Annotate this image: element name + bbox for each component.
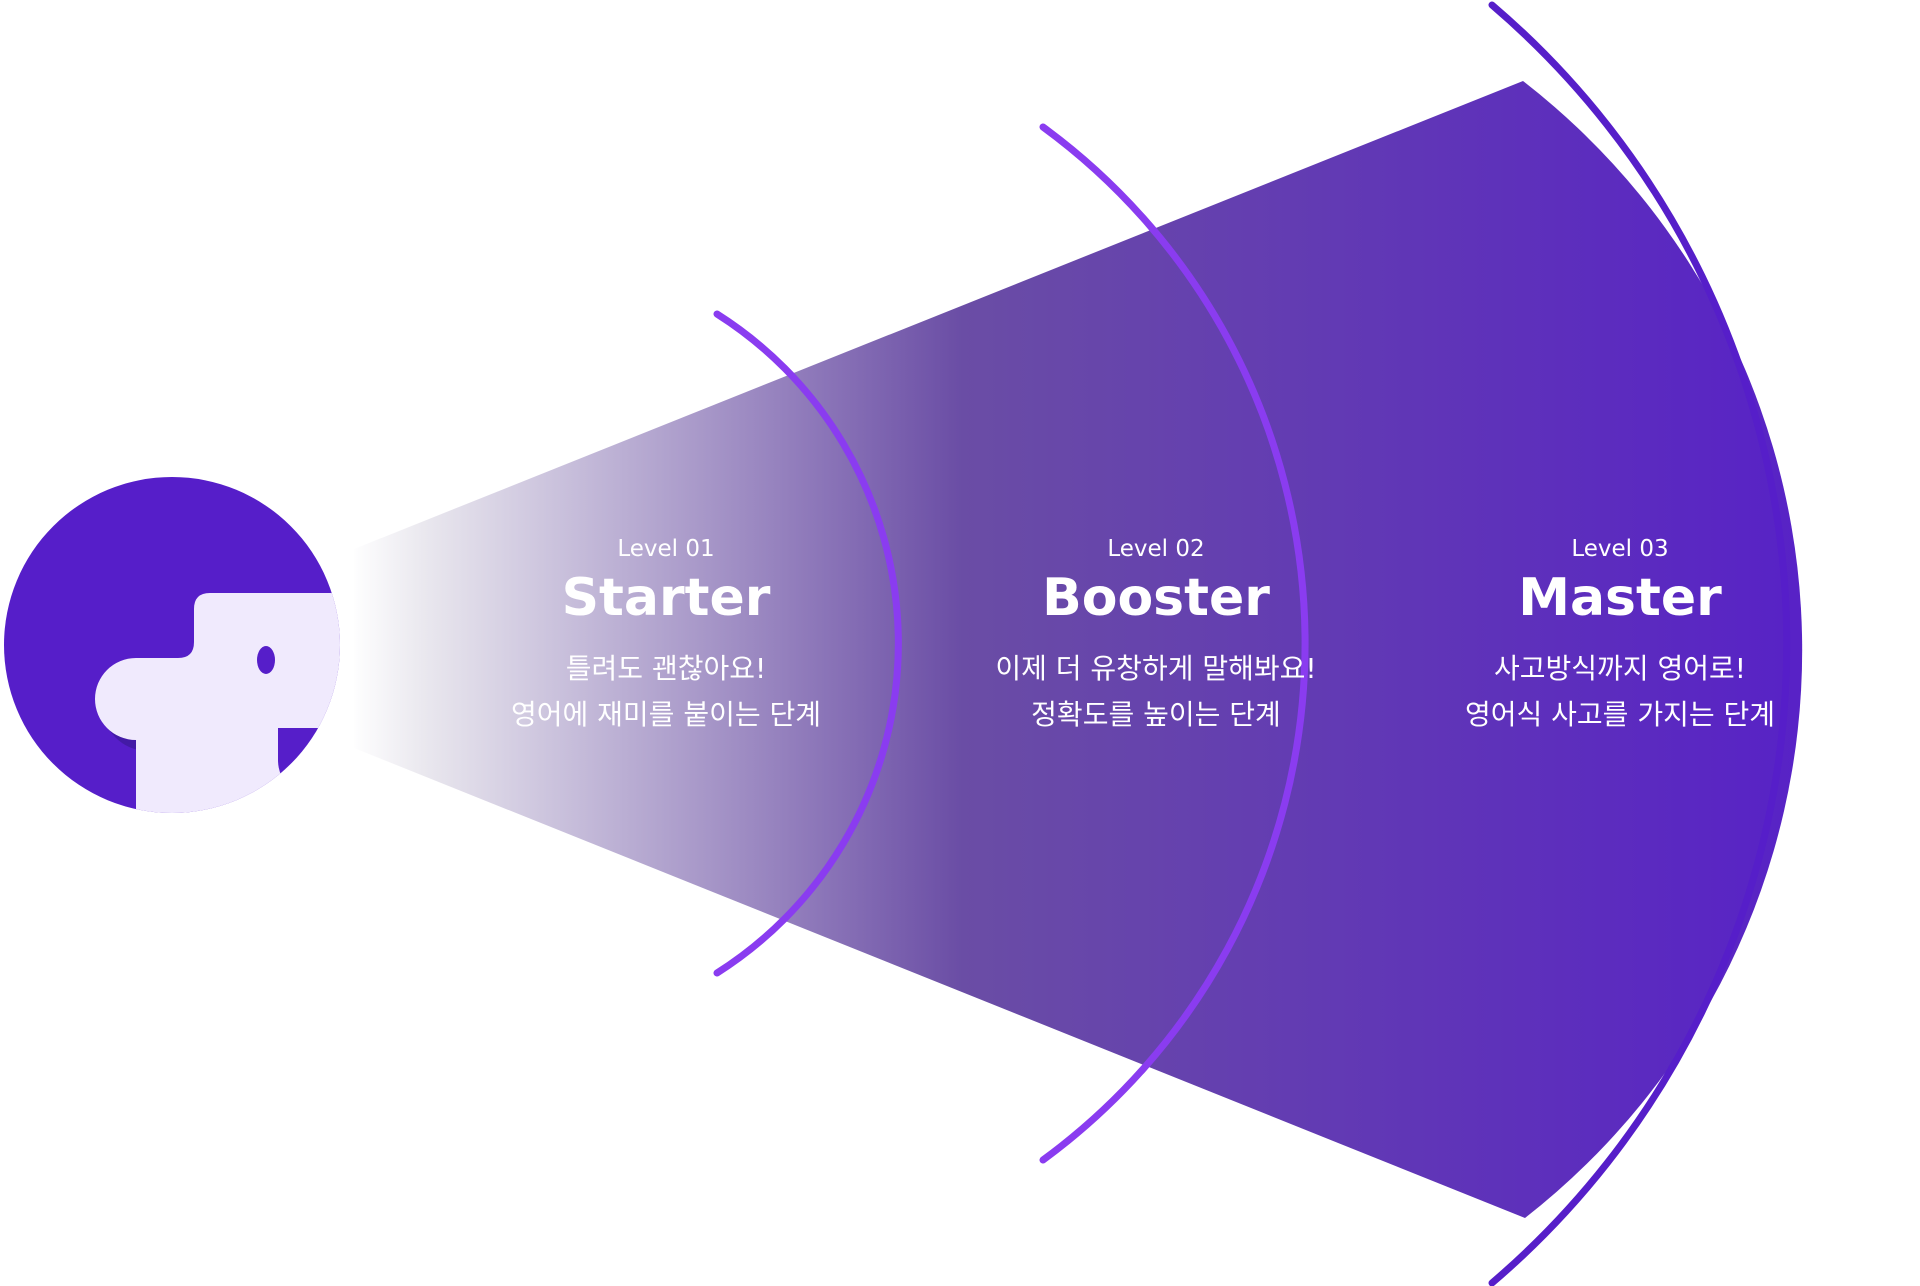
level-starter: Level 01 Starter 틀려도 괜찮아요! 영어에 재미를 붙이는 단… [386,534,946,738]
level-description-line1: 이제 더 유창하게 말해봐요! [995,652,1317,685]
level-description-line1: 틀려도 괜찮아요! [565,652,767,685]
level-number: Level 03 [1571,536,1669,562]
level-name: Master [1518,568,1722,628]
level-number: Level 01 [617,536,715,562]
level-description-line2: 영어에 재미를 붙이는 단계 [510,698,822,731]
level-booster: Level 02 Booster 이제 더 유창하게 말해봐요! 정확도를 높이… [876,534,1436,738]
level-description-line2: 영어식 사고를 가지는 단계 [1464,698,1776,731]
sound-wave-arc-3 [1488,1,1791,1286]
sound-cone [354,81,1803,1218]
sound-wave-arc-2 [1039,123,1309,1164]
level-name: Booster [1042,568,1270,628]
level-name: Starter [561,568,771,628]
level-master: Level 03 Master 사고방식까지 영어로! 영어식 사고를 가지는 … [1340,534,1900,738]
level-description-line1: 사고방식까지 영어로! [1494,652,1746,685]
level-description-line2: 정확도를 높이는 단계 [1031,698,1281,731]
level-number: Level 02 [1107,536,1205,562]
person-head-icon [4,477,340,813]
sound-wave-arc-1 [713,310,902,977]
